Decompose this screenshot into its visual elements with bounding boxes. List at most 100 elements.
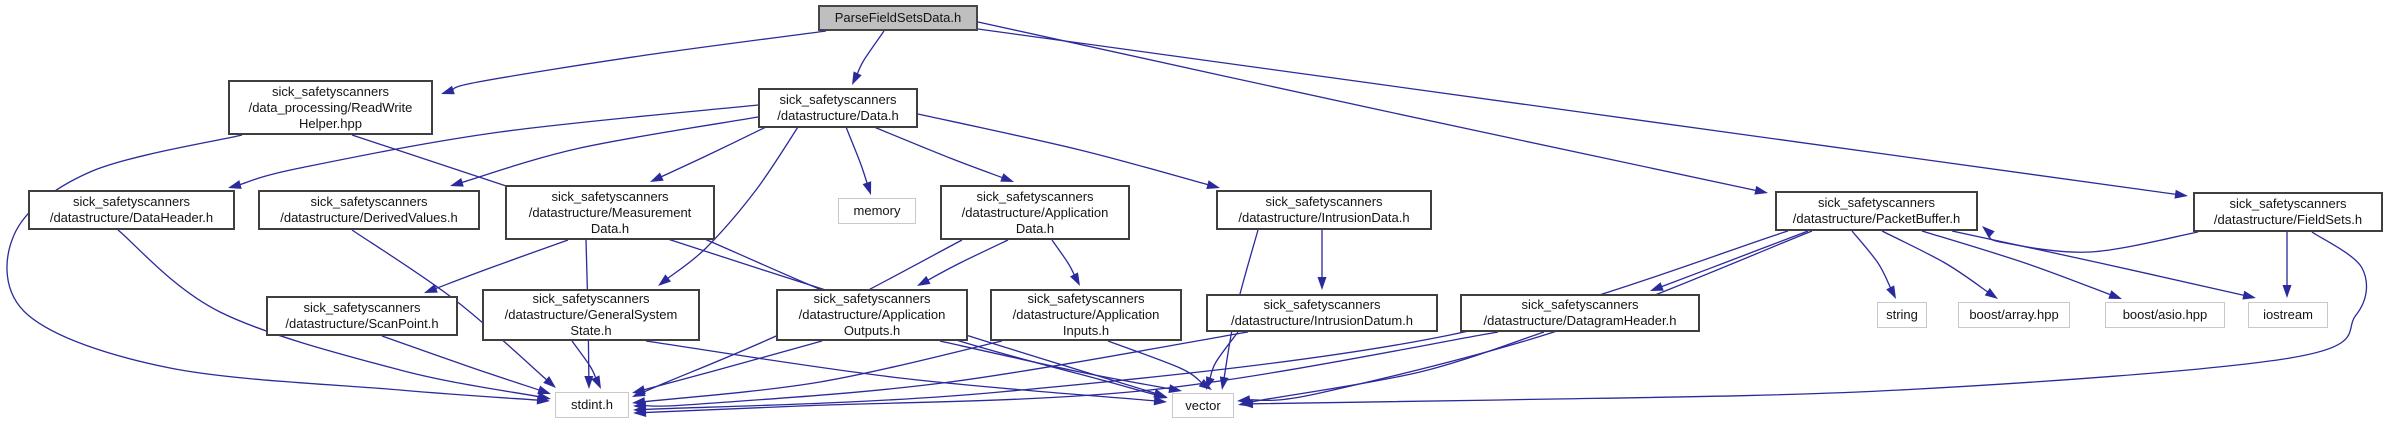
edge-applicationinputs-vector xyxy=(1107,340,1204,385)
node-packetbuffer[interactable]: sick_safetyscanners/datastructure/Packet… xyxy=(1775,191,1978,231)
node-intrusiondata[interactable]: sick_safetyscanners/datastructure/Intrus… xyxy=(1216,190,1432,230)
node-generalsystemstate[interactable]: sick_safetyscanners/datastructure/Genera… xyxy=(482,289,700,341)
arrowhead-packetbuffer-datagramheader xyxy=(1650,282,1664,291)
node-label-line: /datastructure/Data.h xyxy=(777,108,899,123)
node-label-line: /datastructure/GeneralSystem xyxy=(504,307,678,322)
node-label-line: /datastructure/ScanPoint.h xyxy=(285,316,439,331)
node-label-line: boost/asio.hpp xyxy=(2122,307,2208,322)
node-label-line: /datastructure/IntrusionDatum.h xyxy=(1230,313,1414,328)
edge-parse-readwrite xyxy=(451,30,827,92)
arrowhead-generalsystemstate-vector xyxy=(1153,396,1167,406)
edge-applicationinputs-stdint xyxy=(642,340,1003,403)
node-label-line: sick_safetyscanners xyxy=(2229,196,2347,211)
edge-data-intrusiondata xyxy=(917,113,1210,186)
node-scanpoint[interactable]: sick_safetyscanners/datastructure/ScanPo… xyxy=(266,296,458,336)
node-label-line: /data_processing/ReadWrite xyxy=(248,99,413,115)
arrowhead-parse-fieldsets xyxy=(2174,189,2188,199)
arrowhead-data-generalsystemstate xyxy=(658,274,671,286)
arrowhead-readwrite-stdint xyxy=(536,395,550,405)
node-label-line: /datastructure/FieldSets.h xyxy=(2213,212,2363,227)
edge-packetbuffer-string xyxy=(1851,230,1892,290)
edge-parse-packetbuffer xyxy=(977,21,1758,192)
arrowhead-data-dataheader xyxy=(228,180,242,189)
edge-parse-data xyxy=(856,30,885,76)
node-parse: ParseFieldSetsData.h xyxy=(818,5,978,31)
arrowhead-fieldsets-packetbuffer xyxy=(1982,226,1995,239)
arrowhead-packetbuffer-iostream xyxy=(2242,290,2256,300)
arrowhead-datagramheader-stdint xyxy=(633,407,647,417)
node-label-line: sick_safetyscanners xyxy=(1263,297,1381,312)
arrowhead-data-intrusiondata xyxy=(1206,180,1220,189)
node-label-line: sick_safetyscanners xyxy=(976,188,1094,204)
edge-data-derivedvalues xyxy=(460,116,759,184)
node-fieldsets[interactable]: sick_safetyscanners/datastructure/FieldS… xyxy=(2193,192,2383,232)
node-measurementdata[interactable]: sick_safetyscanners/datastructure/Measur… xyxy=(505,185,715,240)
arrowhead-dataheader-stdint xyxy=(537,392,551,401)
edge-measurementdata-scanpoint xyxy=(434,239,569,290)
node-label-line: /datastructure/DatagramHeader.h xyxy=(1483,313,1677,328)
arrowhead-packetbuffer-stdint xyxy=(633,404,647,414)
node-applicationdata[interactable]: sick_safetyscanners/datastructure/Applic… xyxy=(940,185,1130,240)
node-label-line: State.h xyxy=(570,323,612,338)
node-label-line: sick_safetyscanners xyxy=(1265,194,1383,209)
edge-data-memory xyxy=(845,126,869,185)
node-applicationoutputs[interactable]: sick_safetyscanners/datastructure/Applic… xyxy=(776,289,968,341)
arrowhead-readwrite-vector xyxy=(1153,388,1167,398)
node-applicationinputs[interactable]: sick_safetyscanners/datastructure/Applic… xyxy=(990,289,1182,341)
node-stdint: stdint.h xyxy=(555,392,629,418)
node-memory: memory xyxy=(838,198,916,224)
edge-data-applicationdata xyxy=(873,126,1004,179)
arrowhead-data-applicationdata xyxy=(1000,173,1014,182)
node-label-line: stdint.h xyxy=(571,397,613,412)
edge-datagramheader-vector xyxy=(1244,331,1545,404)
arrowhead-intrusiondata-vector xyxy=(1219,376,1229,390)
edge-intrusiondatum-stdint xyxy=(643,331,1249,407)
node-intrusiondatum[interactable]: sick_safetyscanners/datastructure/Intrus… xyxy=(1206,294,1438,332)
arrowhead-packetbuffer-vector xyxy=(1237,395,1251,405)
arrowhead-packetbuffer-string xyxy=(1886,285,1896,299)
node-label-line: Data.h xyxy=(590,220,630,236)
node-boostarray: boost/array.hpp xyxy=(1958,302,2070,328)
node-label-line: vector xyxy=(1185,397,1221,413)
node-label-line: /datastructure/IntrusionData.h xyxy=(1238,210,1410,225)
arrowhead-measurementdata-scanpoint xyxy=(424,284,438,293)
node-label-line: /datastructure/Application xyxy=(1012,307,1160,322)
node-label-line: boost/array.hpp xyxy=(1969,307,2059,322)
edge-packetbuffer-boostasio xyxy=(1921,230,2112,296)
edge-packetbuffer-iostream xyxy=(1951,230,2246,297)
node-label-line: sick_safetyscanners xyxy=(1027,291,1145,306)
node-label-line: sick_safetyscanners xyxy=(551,188,669,204)
node-readwrite[interactable]: sick_safetyscanners/data_processing/Read… xyxy=(228,80,433,135)
arrowhead-intrusiondatum-vector xyxy=(1206,376,1215,390)
node-label-line: sick_safetyscanners xyxy=(813,291,931,306)
node-iostream: iostream xyxy=(2248,302,2328,328)
arrowhead-data-memory xyxy=(862,181,872,195)
node-label-line: Inputs.h xyxy=(1062,323,1110,338)
node-boostasio: boost/asio.hpp xyxy=(2105,302,2225,328)
edge-packetbuffer-boostarray xyxy=(1881,230,1990,294)
arrowhead-derivedvalues-stdint xyxy=(543,376,556,388)
node-label-line: Data.h xyxy=(1015,220,1055,236)
edge-applicationdata-applicationinputs xyxy=(1051,239,1076,277)
node-datagramheader[interactable]: sick_safetyscanners/datastructure/Datagr… xyxy=(1460,294,1700,332)
node-vector: vector xyxy=(1172,393,1234,418)
edge-datagramheader-stdint xyxy=(643,331,1499,414)
node-label-line: memory xyxy=(853,203,901,218)
node-label-line: sick_safetyscanners xyxy=(779,92,897,107)
node-label-line: sick_safetyscanners xyxy=(72,194,191,209)
arrowhead-intrusiondata-intrusiondatum xyxy=(1317,277,1327,290)
arrowhead-data-measurementdata xyxy=(650,172,664,182)
node-label-line: /datastructure/PacketBuffer.h xyxy=(1792,211,1961,226)
node-label-line: Helper.hpp xyxy=(299,115,362,131)
node-label-line: iostream xyxy=(2263,307,2313,322)
arrowhead-generalsystemstate-stdint xyxy=(591,375,601,389)
arrowhead-datagramheader-vector xyxy=(1238,397,1252,407)
node-label-line: /datastructure/Application xyxy=(961,204,1109,220)
node-derivedvalues[interactable]: sick_safetyscanners/datastructure/Derive… xyxy=(258,190,480,230)
edge-applicationoutputs-vector xyxy=(939,340,1172,390)
node-label-line: sick_safetyscanners xyxy=(310,194,428,209)
node-data[interactable]: sick_safetyscanners/datastructure/Data.h xyxy=(758,88,918,128)
edge-scanpoint-stdint xyxy=(381,335,541,392)
node-dataheader[interactable]: sick_safetyscanners/datastructure/DataHe… xyxy=(28,190,235,230)
